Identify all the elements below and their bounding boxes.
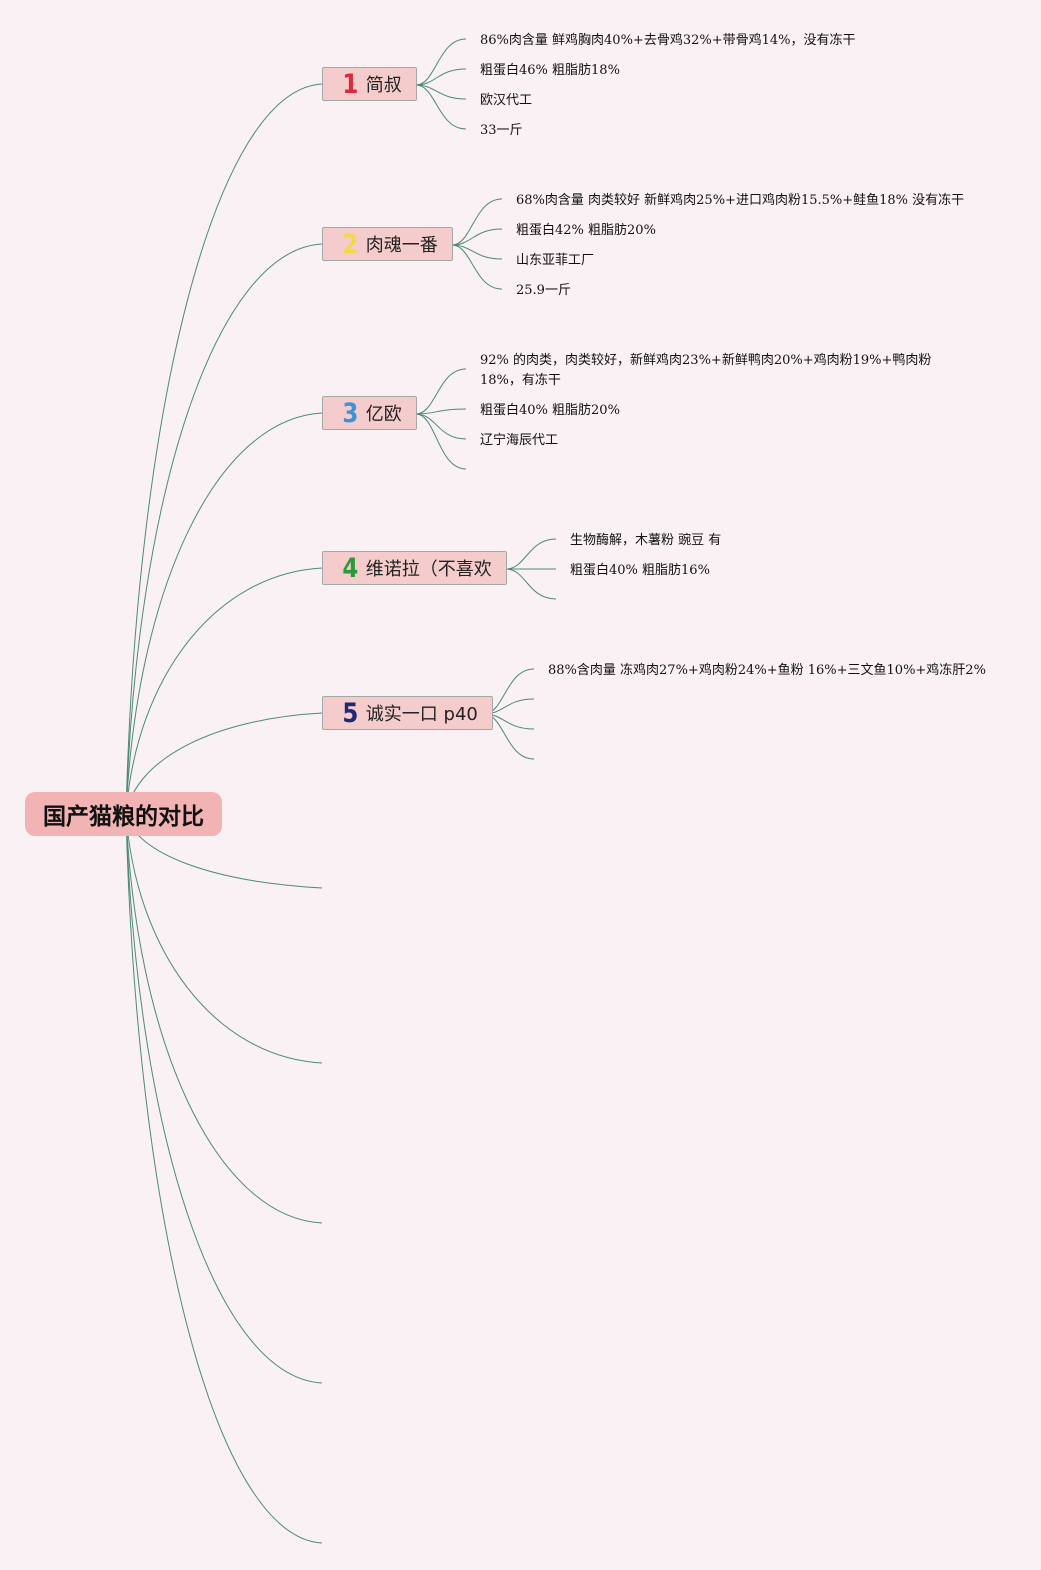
branch-node-1[interactable]: 1 简叔 <box>322 67 417 101</box>
branch-number-2: 2 <box>342 228 359 260</box>
leaf-text: 33一斤 <box>480 123 523 138</box>
root-node[interactable]: 国产猫粮的对比 <box>25 792 222 836</box>
leaf-connector <box>451 244 503 290</box>
branch-node-3[interactable]: 3 亿欧 <box>322 396 417 430</box>
leaf-connector <box>505 538 557 570</box>
leaf-text: 生物酶解，木薯粉 豌豆 有 <box>570 533 722 548</box>
leaf-connector <box>451 198 503 246</box>
root-branch-connector <box>125 243 323 815</box>
root-branch-connector <box>125 412 323 815</box>
root-branch-connector <box>125 813 323 1384</box>
leaf-text: 欧汉代工 <box>480 93 533 108</box>
leaf-connector <box>415 413 467 470</box>
leaf-connector <box>415 408 467 415</box>
root-branch-connector <box>125 813 323 1224</box>
branch-label-5: 诚实一口 p40 <box>365 704 478 725</box>
root-branch-connector <box>125 83 323 815</box>
leaf-text: 辽宁海辰代工 <box>480 433 559 448</box>
leaf-connector <box>415 413 467 440</box>
branch-label-3: 亿欧 <box>365 404 402 425</box>
branch-node-4[interactable]: 4 维诺拉（不喜欢 <box>322 551 507 585</box>
root-title: 国产猫粮的对比 <box>43 804 204 830</box>
leaf-text: 粗蛋白40% 粗脂肪16% <box>570 563 710 578</box>
leaf-text: 92% 的肉类，肉类较好，新鲜鸡肉23%+新鲜鸭肉20%+鸡肉粉19%+鸭肉粉1… <box>480 353 932 388</box>
leaf-connector <box>415 38 467 86</box>
root-branch-connector <box>125 813 323 1064</box>
branch-label-2: 肉魂一番 <box>365 235 438 256</box>
leaf-connector <box>415 68 467 86</box>
leaf-text: 68%肉含量 肉类较好 新鲜鸡肉25%+进口鸡肉粉15.5%+鲑鱼18% 没有冻… <box>516 193 965 208</box>
leaf-text: 86%肉含量 鲜鸡胸肉40%+去骨鸡32%+带骨鸡14%，没有冻干 <box>480 33 856 48</box>
branch-number-5: 5 <box>342 697 359 729</box>
branch-number-1: 1 <box>342 68 359 100</box>
leaf-text: 粗蛋白40% 粗脂肪20% <box>480 403 620 418</box>
leaf-connector <box>451 228 503 246</box>
leaf-text: 粗蛋白46% 粗脂肪18% <box>480 63 620 78</box>
leaf-connector <box>505 568 557 600</box>
leaf-text: 88%含肉量 冻鸡肉27%+鸡肉粉24%+鱼粉 16%+三文鱼10%+鸡冻肝2% <box>548 663 986 678</box>
branch-number-3: 3 <box>342 397 359 429</box>
leaf-text: 25.9一斤 <box>516 283 571 298</box>
branch-label-1: 简叔 <box>365 75 402 96</box>
leaf-text: 粗蛋白42% 粗脂肪20% <box>516 223 656 238</box>
leaf-connector <box>415 368 467 415</box>
branch-node-2[interactable]: 2 肉魂一番 <box>322 227 453 261</box>
leaf-connector <box>415 84 467 130</box>
branch-node-5[interactable]: 5 诚实一口 p40 <box>322 696 493 730</box>
root-branch-connector <box>125 567 323 815</box>
branch-label-4: 维诺拉（不喜欢 <box>365 559 492 580</box>
root-branch-connector <box>125 813 323 1544</box>
leaf-text: 山东亚菲工厂 <box>516 253 595 268</box>
branch-number-4: 4 <box>342 552 359 584</box>
